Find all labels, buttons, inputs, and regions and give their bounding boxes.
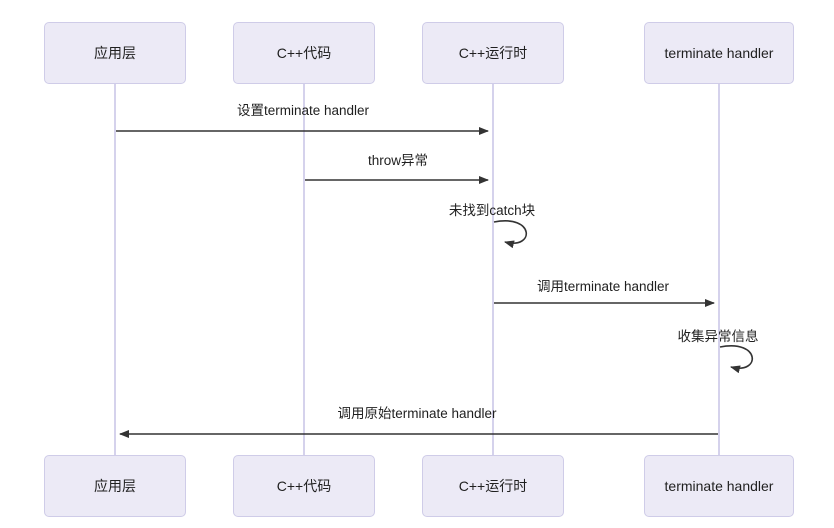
message-label-m1: 设置terminate handler xyxy=(236,103,370,118)
message-label-m2: throw异常 xyxy=(367,153,429,168)
message-label-m3: 未找到catch块 xyxy=(448,203,536,218)
participant-cpp_code-top[interactable]: C++代码 xyxy=(233,22,375,84)
participant-terminate_handler-top[interactable]: terminate handler xyxy=(644,22,794,84)
participant-label: 应用层 xyxy=(94,45,136,61)
participant-label: C++代码 xyxy=(276,478,332,494)
participant-cpp_runtime-bottom[interactable]: C++运行时 xyxy=(422,455,564,517)
participant-app-bottom[interactable]: 应用层 xyxy=(44,455,186,517)
participant-app-top[interactable]: 应用层 xyxy=(44,22,186,84)
participant-label: terminate handler xyxy=(664,45,774,61)
participant-terminate_handler-bottom[interactable]: terminate handler xyxy=(644,455,794,517)
participant-label: terminate handler xyxy=(664,478,774,494)
participant-label: C++运行时 xyxy=(458,478,528,494)
message-m3-self-loop xyxy=(493,220,528,249)
message-label-m4: 调用terminate handler xyxy=(536,279,670,294)
lifelines-group xyxy=(114,84,720,455)
participant-label: C++运行时 xyxy=(458,45,528,61)
participant-cpp_code-bottom[interactable]: C++代码 xyxy=(233,455,375,517)
participant-label: 应用层 xyxy=(94,478,136,494)
messages-group xyxy=(116,127,754,438)
participant-label: C++代码 xyxy=(276,45,332,61)
message-label-m6: 调用原始terminate handler xyxy=(337,406,497,421)
participant-cpp_runtime-top[interactable]: C++运行时 xyxy=(422,22,564,84)
message-label-m5: 收集异常信息 xyxy=(677,329,759,344)
message-m5-self-loop xyxy=(719,345,754,374)
